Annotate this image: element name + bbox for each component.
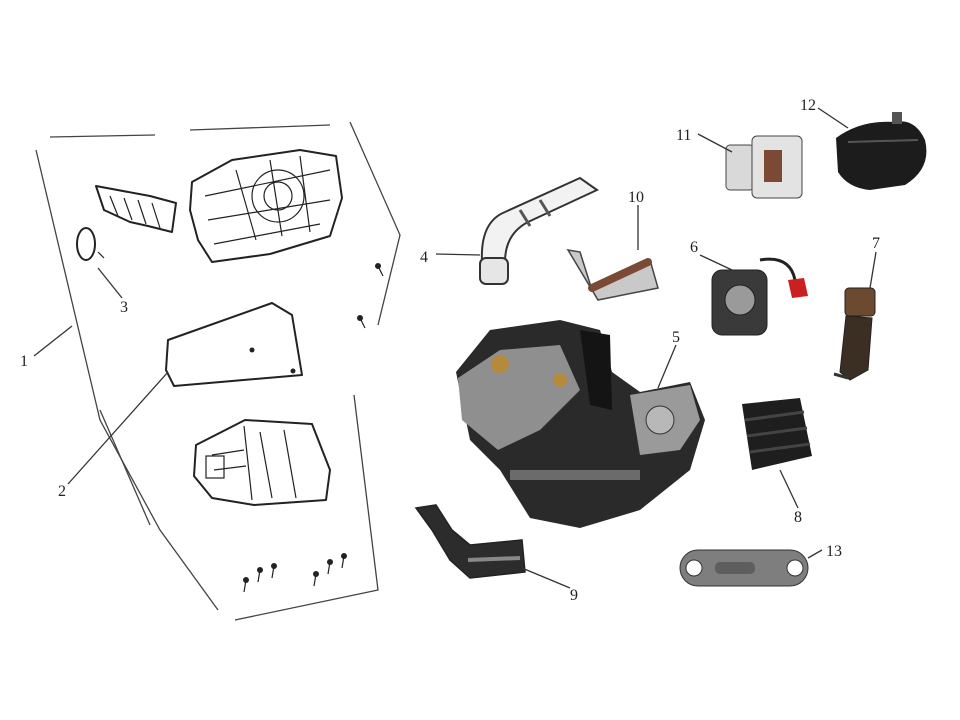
callout-12: 12: [800, 97, 816, 114]
intake-elbow-pipe: [479, 176, 599, 285]
screw-set: [243, 263, 384, 593]
callout-3: 3: [120, 299, 128, 316]
engine-block: [456, 320, 705, 528]
link-plate: [679, 549, 809, 587]
intake-manifold: [833, 287, 876, 381]
rusty-bracket: [566, 248, 659, 301]
callout-13: 13: [826, 543, 842, 560]
callout-7: 7: [872, 235, 880, 252]
small-mounting-bracket: [725, 135, 803, 199]
callout-2: 2: [58, 483, 66, 500]
air-filter-assembly-drawing: [35, 121, 401, 621]
callout-4: 4: [420, 249, 428, 266]
callout-1: 1: [20, 353, 28, 370]
rubber-intake-boot: [742, 398, 812, 470]
engine-mount-bracket: [414, 504, 526, 579]
callout-5: 5: [672, 329, 680, 346]
callout-6: 6: [690, 239, 698, 256]
callout-9: 9: [570, 587, 578, 604]
callout-8: 8: [794, 509, 802, 526]
callout-labels: 1 2 3 4 5 6 7 8 9 10 11 12 13: [20, 97, 880, 604]
callout-10: 10: [628, 189, 644, 206]
heat-shield-cover: [836, 112, 927, 190]
callout-11: 11: [676, 127, 691, 144]
carburetor: [711, 257, 808, 336]
leader-lines: [33, 107, 877, 589]
